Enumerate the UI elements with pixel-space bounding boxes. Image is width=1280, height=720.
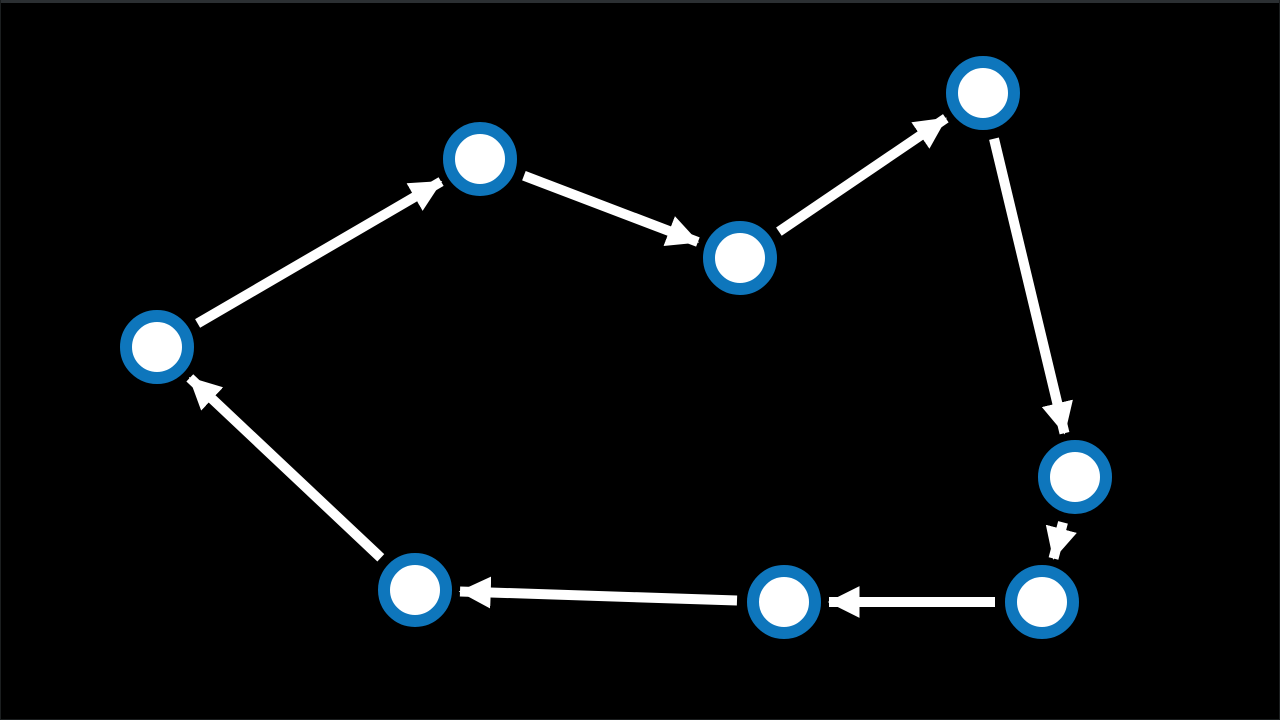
graph-node-right-node (1038, 440, 1112, 514)
graph-edge-n1-n2 (195, 177, 444, 328)
window-left-edge (0, 0, 1, 720)
graph-node-upper-left-node (443, 122, 517, 196)
graph-edge-n4-n5 (989, 137, 1073, 435)
graph-edge-n5-n6 (1045, 521, 1077, 560)
graph-edge-n3-n4 (776, 114, 949, 236)
graph-edge-n7-n8 (458, 576, 738, 609)
graph-edge-n2-n3 (522, 171, 700, 247)
graph-node-bottom-middle-node (747, 565, 821, 639)
graph-node-bottom-left-node (378, 553, 452, 627)
graph-node-left-node (120, 310, 194, 384)
graph-edge-n8-n1 (186, 374, 385, 562)
graph-node-top-right-node (946, 56, 1020, 130)
graph-node-bottom-right-node (1005, 565, 1079, 639)
window-top-edge (0, 0, 1280, 3)
graph-node-upper-middle-node (703, 221, 777, 295)
